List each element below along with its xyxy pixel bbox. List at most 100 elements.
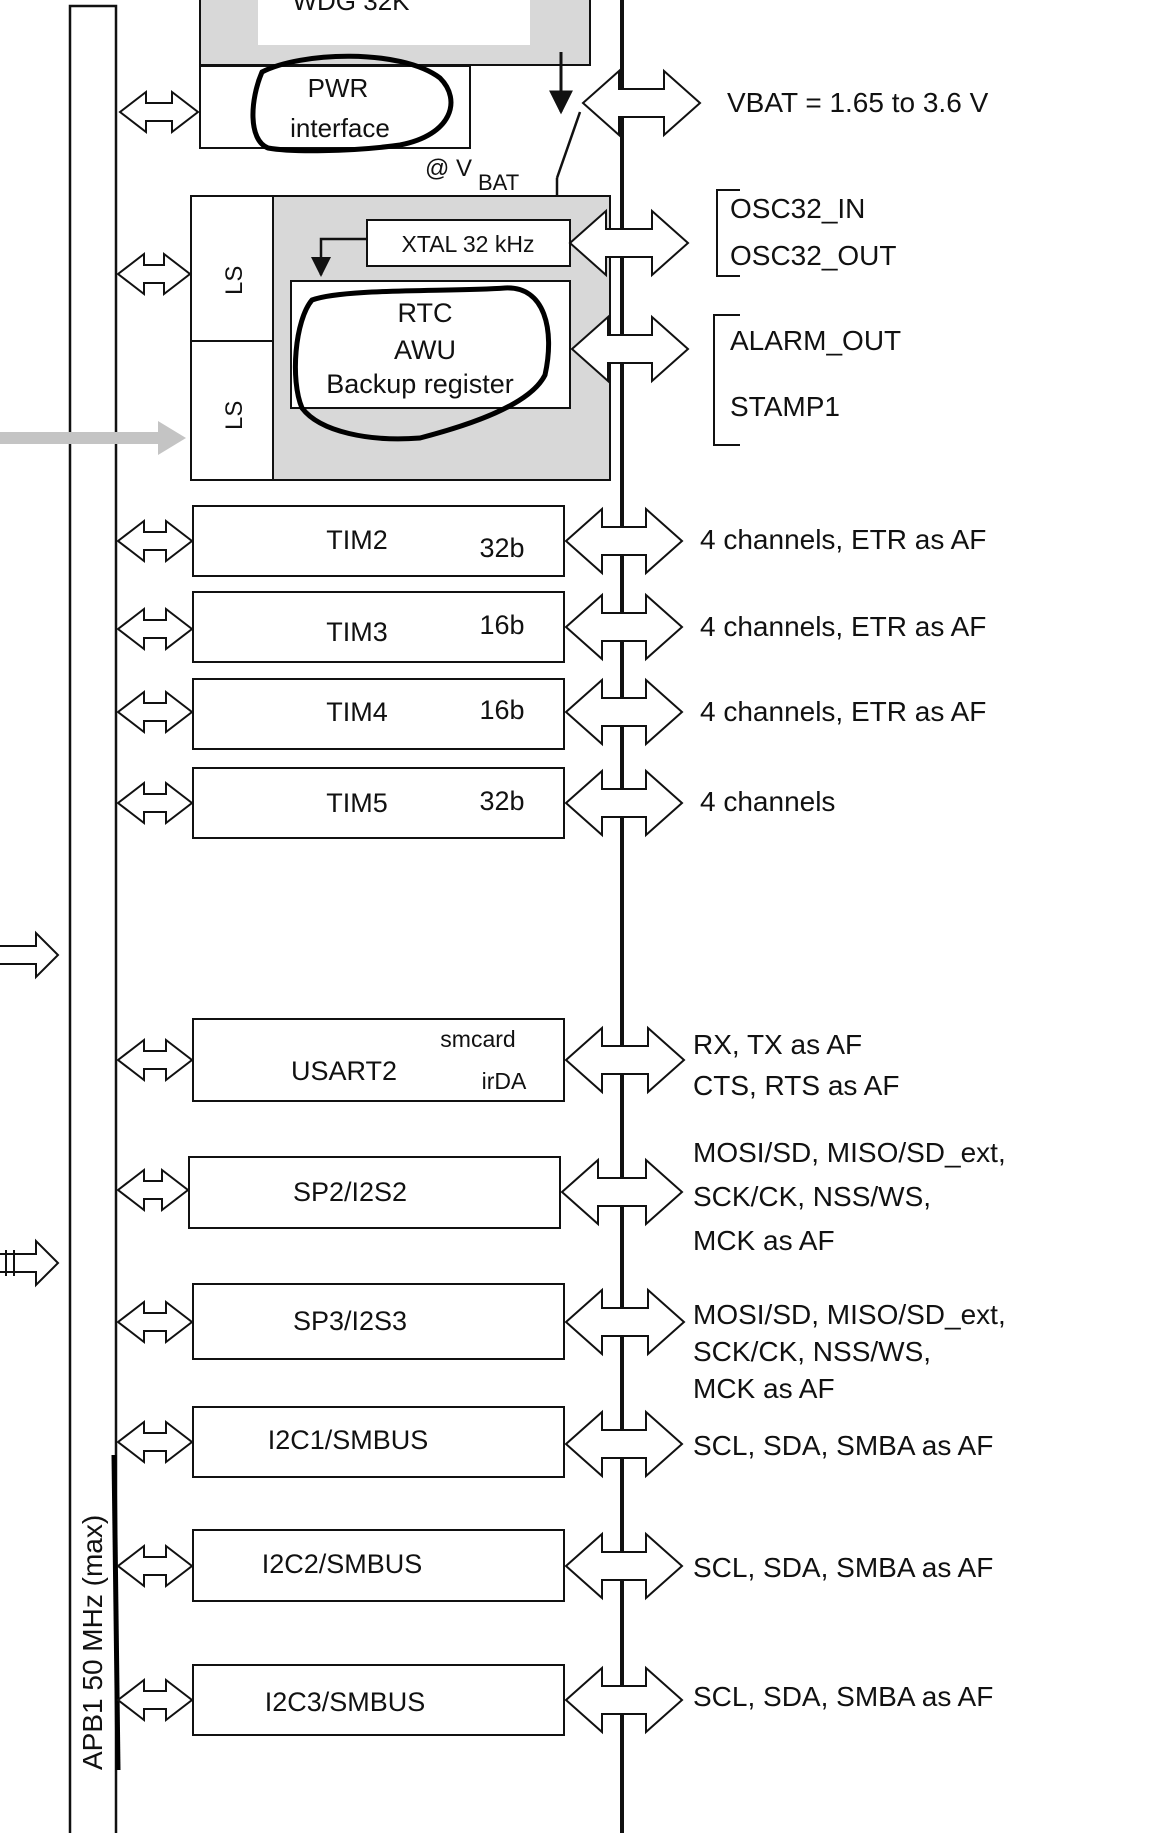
ls-column [190,195,274,481]
ls-top-bus-arrow [116,251,192,297]
left-edge-arrow-upper [0,930,60,980]
spi2-signal-2: SCK/CK, NSS/WS, [693,1181,931,1212]
gray-input-arrowhead [158,421,186,455]
spi3-bus-arrow [116,1299,194,1345]
alarm-signal-arrow [570,314,690,384]
vbat-subscript: BAT [478,170,519,195]
vbat-range-label: VBAT = 1.65 to 3.6 V [727,87,989,118]
bus-arrows [116,89,200,1723]
vbat-at-label: @ V [425,155,472,182]
rtc-line-1: RTC [397,298,452,328]
wdg-block [258,0,530,45]
tim5-bus-arrow [116,780,194,826]
i2c2-block [192,1529,565,1602]
tim2-signal-arrow [564,506,684,576]
rtc-line-3: Backup register [326,369,514,399]
alarm-signal-1: ALARM_OUT [730,325,901,356]
spi2-bus-arrow [116,1167,190,1213]
usart2-block [192,1018,565,1102]
tim2-block [192,505,565,577]
pwr-interface-block [199,65,471,149]
pwr-line-1: PWR [308,73,369,103]
osc-bracket [716,189,740,277]
tim3-signal-arrow [564,592,684,662]
i2c3-name: I2C3/SMBUS [265,1687,426,1717]
i2c3-bus-arrow [116,1677,194,1723]
usart2-bus-arrow [116,1037,194,1083]
i2c3-signal-arrow [564,1665,684,1735]
tim4-block [192,678,565,750]
tim4-width: 16b [479,695,524,725]
usart2-signal-2: CTS, RTS as AF [693,1070,899,1101]
usart2-name: USART2 [291,1056,397,1086]
spi2-block [188,1156,561,1229]
spi3-signal-arrow [564,1287,686,1357]
rtc-circle-annotation [292,285,552,442]
tim3-width: 16b [479,610,524,640]
i2c2-signal-arrow [564,1531,684,1601]
xtal-to-rtc-line [311,237,367,277]
pwr-circle-annotation [250,53,454,154]
ls-bottom-label: LS [221,401,248,430]
spi3-signal-2: SCK/CK, NSS/WS, [693,1336,931,1367]
i2c3-signals: SCL, SDA, SMBA as AF [693,1681,993,1712]
vbat-switch [555,111,582,179]
left-edge-arrow-lower [0,1238,60,1288]
rtc-block [290,280,571,409]
ls-top-label: LS [221,266,248,295]
usart2-signal-arrow [564,1025,686,1095]
tim3-bus-arrow [116,606,194,652]
osc-signal-arrow [568,208,690,278]
i2c1-bus-arrow [116,1419,194,1465]
tim5-block [192,767,565,839]
tim2-bus-arrow [116,518,194,564]
i2c2-name: I2C2/SMBUS [262,1549,423,1579]
i2c1-block [192,1406,565,1478]
xtal-label: XTAL 32 kHz [402,231,535,257]
usart2-signal-1: RX, TX as AF [693,1029,862,1060]
spi2-signal-3: MCK as AF [693,1225,835,1256]
i2c3-block [192,1664,565,1736]
vbat-signal-arrow [581,68,702,138]
alarm-signal-2: STAMP1 [730,391,840,422]
i2c2-signals: SCL, SDA, SMBA as AF [693,1552,993,1583]
spi3-name: SP3/I2S3 [293,1306,407,1336]
signal-arrows [560,68,702,1735]
tim3-signals: 4 channels, ETR as AF [700,611,986,642]
tim3-block [192,591,565,663]
usart2-smcard: smcard [440,1026,515,1052]
tim2-name: TIM2 [326,525,388,555]
tim2-signals: 4 channels, ETR as AF [700,524,986,555]
apb1-bus [68,4,118,1833]
tim5-name: TIM5 [326,788,388,818]
spi2-signal-arrow [560,1157,684,1227]
osc-signal-2: OSC32_OUT [730,240,897,271]
pwr-line-2: interface [290,113,390,143]
i2c1-signal-arrow [564,1409,684,1479]
tim5-width: 32b [479,786,524,816]
tim4-signal-arrow [564,677,684,747]
spi3-signal-3: MCK as AF [693,1373,835,1404]
pwr-bus-arrow [118,89,200,135]
tim4-name: TIM4 [326,697,388,727]
rtc-line-2: AWU [394,335,456,365]
gray-input-shaft [0,432,160,444]
tim5-signals: 4 channels [700,786,835,817]
xtal-block [366,219,571,267]
tim5-signal-arrow [564,768,684,838]
spi3-block [192,1283,565,1360]
bus-label: APB1 50 MHz (max) [77,1515,108,1770]
osc-signal-1: OSC32_IN [730,193,865,224]
tim2-width: 32b [479,533,524,563]
i2c2-bus-arrow [116,1543,194,1589]
spi2-name: SP2/I2S2 [293,1177,407,1207]
wdg-label: WDG 32K [292,0,410,16]
tim4-signals: 4 channels, ETR as AF [700,696,986,727]
tim3-name: TIM3 [326,617,388,647]
i2c1-signals: SCL, SDA, SMBA as AF [693,1430,993,1461]
spi3-signal-1: MOSI/SD, MISO/SD_ext, [693,1299,1006,1330]
i2c1-name: I2C1/SMBUS [268,1425,429,1455]
usart2-irda: irDA [482,1068,527,1094]
alarm-bracket [713,314,740,446]
